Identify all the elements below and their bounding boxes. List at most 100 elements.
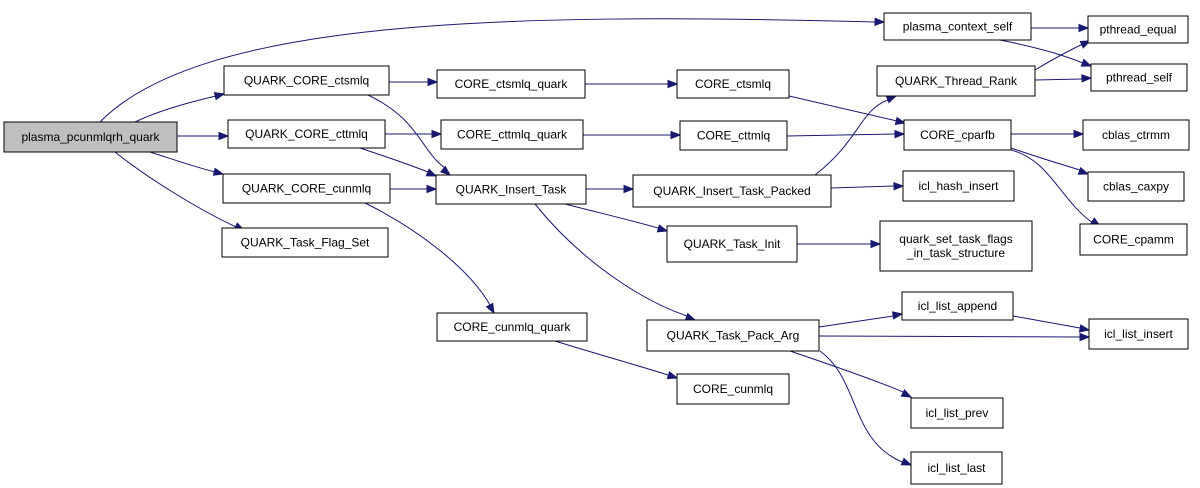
arrow-head-icon xyxy=(425,168,438,177)
edge-quark-insert-task-packed-quark-thread-rank xyxy=(814,95,898,176)
edge-line xyxy=(819,350,903,463)
node-quark-task-pack-arg[interactable]: QUARK_Task_Pack_Arg xyxy=(646,319,820,352)
node-label: QUARK_CORE_cunmlq xyxy=(242,182,371,196)
node-box xyxy=(223,65,390,96)
node-quark-set-task-flags[interactable]: quark_set_task_flags_in_task_structure xyxy=(879,220,1033,272)
edge-plasma-context-self-pthread-self xyxy=(999,39,1093,67)
node-quark-core-cunmlq[interactable]: QUARK_CORE_cunmlq xyxy=(222,173,391,204)
arrow-head-icon xyxy=(426,184,438,194)
node-core-cparfb[interactable]: CORE_cparfb xyxy=(903,119,1012,151)
edge-core-cparfb-cblas-caxpy xyxy=(1010,147,1090,175)
arrow-head-icon xyxy=(439,165,452,176)
arrow-head-icon xyxy=(894,116,907,126)
edge-quark-task-pack-arg-icl-list-last xyxy=(819,350,913,466)
node-label: QUARK_Insert_Task_Packed xyxy=(653,184,810,198)
node-cblas-ctrmm[interactable]: cblas_ctrmm xyxy=(1082,119,1190,151)
node-label: pthread_equal xyxy=(1100,23,1177,37)
edge-quark-insert-task-packed-icl-hash-insert xyxy=(830,182,905,191)
node-box xyxy=(666,225,798,263)
edge-plasma-context-self-pthread-equal xyxy=(1031,23,1090,33)
node-pthread-self[interactable]: pthread_self xyxy=(1090,63,1188,92)
node-box xyxy=(1087,171,1185,202)
edge-line xyxy=(1010,147,1081,171)
edge-core-cttmlq-quark-core-cttmlq xyxy=(583,130,682,140)
node-label: icl_list_insert xyxy=(1104,327,1173,341)
node-plasma-context-self[interactable]: plasma_context_self xyxy=(883,12,1032,41)
edge-quark-core-cunmlq-core-cunmlq-quark xyxy=(364,202,495,315)
edge-quark-task-init-quark-set-task-flags xyxy=(797,239,882,249)
node-icl-list-insert[interactable]: icl_list_insert xyxy=(1088,318,1189,350)
node-core-cunmlq[interactable]: CORE_cunmlq xyxy=(676,373,790,405)
arrow-head-icon xyxy=(1078,324,1091,333)
node-label: CORE_cpamm xyxy=(1093,233,1174,247)
node-box xyxy=(1088,318,1189,350)
arrow-head-icon xyxy=(213,92,226,101)
node-box xyxy=(227,119,386,149)
node-quark-insert-task[interactable]: QUARK_Insert_Task xyxy=(435,174,587,205)
node-box xyxy=(1087,15,1189,44)
arrow-head-icon xyxy=(656,224,669,233)
node-root[interactable]: plasma_pcunmlqrh_quark xyxy=(3,121,178,153)
edge-root-plasma-context-self xyxy=(99,17,886,123)
arrow-head-icon xyxy=(900,457,913,466)
node-box xyxy=(646,319,820,352)
node-label: icl_hash_insert xyxy=(918,179,999,193)
edge-core-cparfb-core-cpamm xyxy=(1010,149,1102,227)
edge-quark-task-pack-arg-icl-list-prev xyxy=(789,350,913,398)
call-graph-edges xyxy=(99,17,1102,466)
node-label: CORE_ctsmlq_quark xyxy=(455,77,569,91)
node-label: QUARK_Insert_Task xyxy=(456,183,568,197)
edge-core-cttmlq-core-cparfb xyxy=(786,129,906,139)
node-label: pthread_self xyxy=(1106,71,1173,85)
arrow-head-icon xyxy=(666,371,679,380)
arrow-head-icon xyxy=(1077,166,1090,175)
node-box xyxy=(879,220,1033,272)
edge-line xyxy=(359,147,429,173)
edge-core-ctsmlq-quark-core-ctsmlq xyxy=(585,79,679,89)
node-pthread-equal[interactable]: pthread_equal xyxy=(1087,15,1189,44)
node-label: QUARK_CORE_cttmlq xyxy=(245,127,368,141)
edge-quark-core-cunmlq-quark-insert-task xyxy=(390,184,438,194)
arrow-head-icon xyxy=(1073,129,1085,139)
edge-line xyxy=(1012,315,1081,329)
edge-core-cparfb-cblas-ctrmm xyxy=(1011,129,1085,139)
node-label: quark_set_task_flags xyxy=(899,232,1012,246)
edge-line xyxy=(830,185,895,189)
edge-quark-task-pack-arg-icl-list-insert xyxy=(818,332,1091,342)
arrow-head-icon xyxy=(431,129,443,139)
edge-line xyxy=(99,18,876,123)
node-icl-hash-insert[interactable]: icl_hash_insert xyxy=(902,170,1015,202)
node-quark-insert-task-packed[interactable]: QUARK_Insert_Task_Packed xyxy=(632,174,832,208)
node-core-cpamm[interactable]: CORE_cpamm xyxy=(1079,223,1188,256)
edge-line xyxy=(789,350,904,393)
node-quark-task-flag-set[interactable]: QUARK_Task_Flag_Set xyxy=(221,227,389,258)
node-icl-list-append[interactable]: icl_list_append xyxy=(901,291,1014,321)
edge-line xyxy=(814,99,889,176)
edge-quark-task-pack-arg-icl-list-append xyxy=(818,311,904,328)
node-quark-core-cttmlq[interactable]: QUARK_CORE_cttmlq xyxy=(227,119,386,149)
node-icl-list-last[interactable]: icl_list_last xyxy=(910,451,1003,485)
node-label: icl_list_prev xyxy=(926,406,989,420)
node-quark-core-ctsmlq[interactable]: QUARK_CORE_ctsmlq xyxy=(223,65,390,96)
node-core-cttmlq-quark[interactable]: CORE_cttmlq_quark xyxy=(440,119,584,150)
edge-line xyxy=(114,151,237,228)
node-box xyxy=(221,227,389,258)
edge-line xyxy=(999,39,1084,64)
node-box xyxy=(676,69,790,99)
node-label: icl_list_append xyxy=(918,299,997,313)
node-quark-thread-rank[interactable]: QUARK_Thread_Rank xyxy=(876,65,1036,97)
node-quark-task-init[interactable]: QUARK_Task_Init xyxy=(666,225,798,263)
node-box xyxy=(883,12,1032,41)
arrow-head-icon xyxy=(1079,332,1091,342)
edge-quark-core-ctsmlq-core-ctsmlq-quark xyxy=(389,77,439,87)
node-icl-list-prev[interactable]: icl_list_prev xyxy=(910,397,1004,429)
node-core-cunmlq-quark[interactable]: CORE_cunmlq_quark xyxy=(436,312,588,342)
node-core-ctsmlq-quark[interactable]: CORE_ctsmlq_quark xyxy=(436,69,586,99)
edge-line xyxy=(1034,43,1084,71)
node-core-ctsmlq[interactable]: CORE_ctsmlq xyxy=(676,69,790,99)
node-core-cttmlq[interactable]: CORE_cttmlq xyxy=(679,120,788,151)
node-cblas-caxpy[interactable]: cblas_caxpy xyxy=(1087,171,1185,202)
node-label: QUARK_Task_Flag_Set xyxy=(241,236,370,250)
arrow-head-icon xyxy=(891,311,904,320)
edge-quark-insert-task-quark-task-init xyxy=(564,203,669,233)
